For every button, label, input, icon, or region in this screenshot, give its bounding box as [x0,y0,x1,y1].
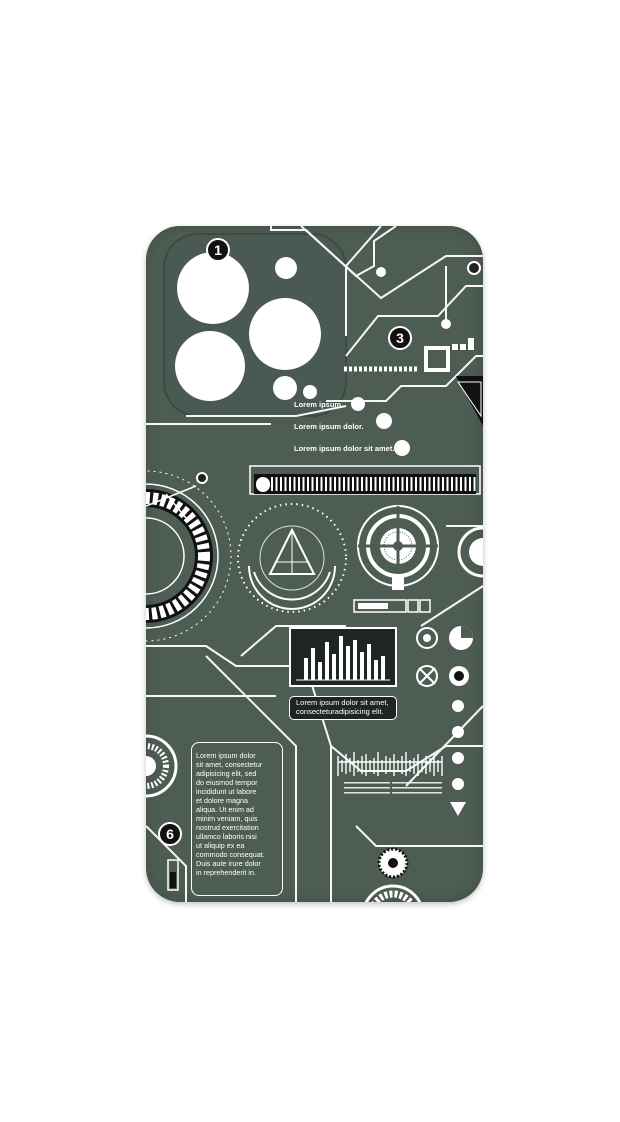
paragraph-line: incididunt ut labore [196,787,257,796]
info-line-2: consecteturadipisicing elit. [296,707,384,716]
paragraph-line: sit amet, consectetur [196,760,263,769]
paragraph-line: in reprehenderit in. [196,868,256,877]
badge-six: 6 [158,822,182,846]
label-long: Lorem ipsum dolor sit amet. [294,444,395,453]
sensor-circle [273,376,297,400]
paragraph-line: nostrud exercitation [196,823,259,832]
mic-circle [303,385,317,399]
paragraph-box: Lorem ipsum dolor sit amet, consectetur … [191,742,283,896]
label-medium: Lorem ipsum dolor. [294,422,364,431]
camera-lens-1 [177,252,249,324]
left-gauge [146,470,232,642]
paragraph-line: ullamco laboris nisi [196,832,257,841]
bar-chart-box [289,627,397,687]
camera-lens-2 [249,298,321,370]
paragraph-line: ut aliquip ex ea [196,841,245,850]
circuit-pattern [146,226,483,902]
paragraph-line: Lorem ipsum dolor [196,751,256,760]
paragraph-line: adipisicing elit, sed [196,769,257,778]
phone-case: 1 3 6 Lorem ipsum. Lorem ipsum dolor. Lo… [146,226,483,902]
label-short: Lorem ipsum. [294,400,344,409]
info-line-1: Lorem ipsum dolor sit amet, [296,698,389,707]
flash-circle [275,257,297,279]
paragraph-line: et dolore magna [196,796,248,805]
paragraph-line: commodo consequat. [196,850,265,859]
info-box: Lorem ipsum dolor sit amet, consectetura… [289,696,397,720]
target-gauge [353,505,439,613]
paragraph-line: aliqua. Ut enim ad [196,805,254,814]
badge-one: 1 [206,238,230,262]
camera-lens-3 [175,331,245,401]
paragraph-line: Duis aute irure dolor [196,859,261,868]
badge-three: 3 [388,326,412,350]
triangle-gauge [237,503,347,613]
paragraph-line: minim veniam, quis [196,814,258,823]
paragraph-line: do eiusmod tempor [196,778,258,787]
